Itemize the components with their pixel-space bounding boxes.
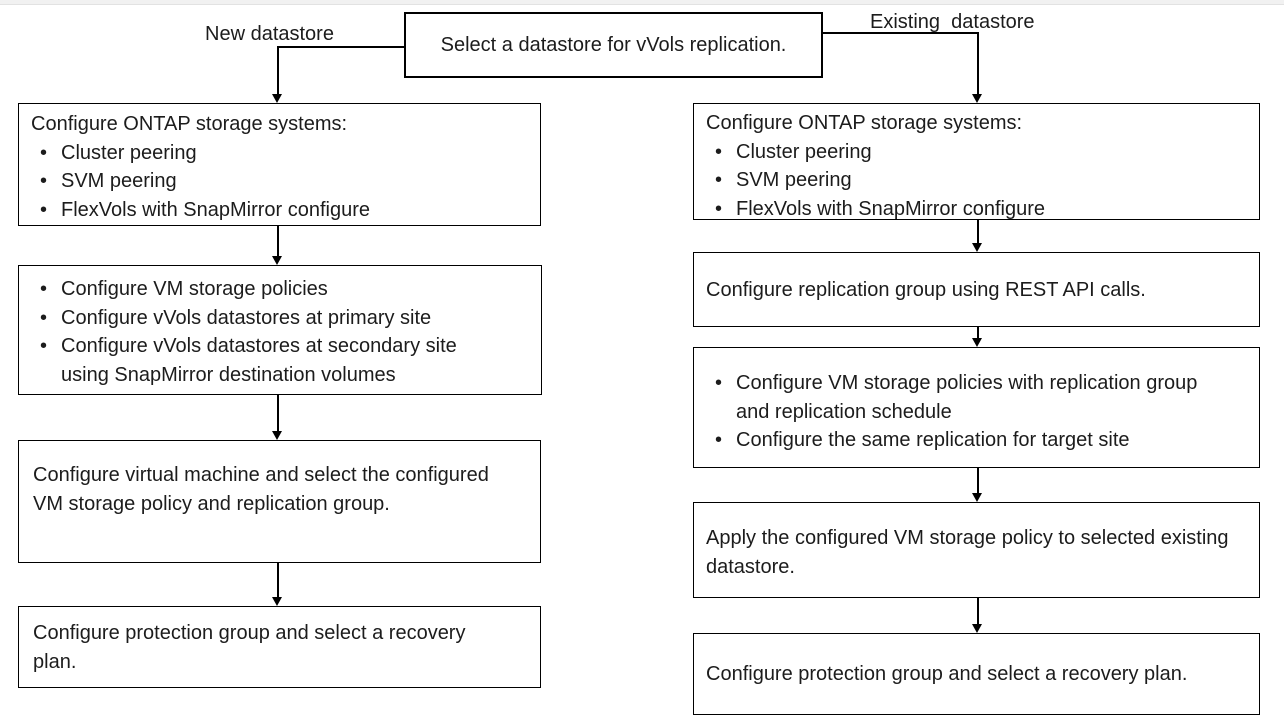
bullet-text: Configure vVols datastores at primary si…: [61, 306, 432, 329]
bullet-item: • Configure vVols datastores at primary …: [31, 304, 529, 333]
connector-right-4-5: [977, 598, 979, 624]
branch-label-new-datastore: New datastore: [205, 23, 334, 45]
node-right-configure-ontap: Configure ONTAP storage systems: • Clust…: [693, 103, 1260, 220]
connector-left-2-3: [277, 395, 279, 431]
bullet-text: Configure VM storage policies: [61, 278, 328, 300]
bullet-text: FlexVols with SnapMirror configure: [61, 198, 371, 221]
branch-label-existing-datastore: Existing datastore: [870, 11, 1035, 33]
node-right-configure-vm-policies: • Configure VM storage policies with rep…: [693, 347, 1260, 468]
arrowhead-right-2-3: [972, 338, 982, 347]
bullet-text: Configure vVols datastores at secondary …: [61, 335, 457, 386]
bullet-item: • Cluster peering: [31, 139, 528, 168]
arrowhead-left-1-2: [272, 256, 282, 265]
bullet-dot: •: [715, 197, 723, 220]
bullet-dot: •: [40, 198, 48, 221]
node-left-configure-protection-group: Configure protection group and select a …: [18, 606, 541, 688]
window-top-strip: [0, 0, 1284, 5]
bullet-dot: •: [715, 140, 723, 163]
bullet-item: • Configure vVols datastores at secondar…: [31, 332, 529, 389]
bullet-dot: •: [715, 372, 723, 394]
connector-left-3-4: [277, 563, 279, 597]
bullet-text: FlexVols with SnapMirror configure: [736, 197, 1046, 220]
arrowhead-left-2-3: [272, 431, 282, 440]
node-left-configure-ontap: Configure ONTAP storage systems: • Clust…: [18, 103, 541, 226]
connector-left-branch-vline: [277, 46, 279, 94]
connector-left-1-2: [277, 226, 279, 256]
connector-right-3-4: [977, 468, 979, 493]
node-left-configure-virtual-machine: Configure virtual machine and select the…: [18, 440, 541, 563]
node-text: Configure protection group and select a …: [33, 622, 466, 673]
bullet-dot: •: [40, 170, 48, 192]
bullet-text: Configure VM storage policies with repli…: [736, 372, 1198, 423]
node-text: Configure replication group using REST A…: [706, 279, 1146, 301]
bullet-item: • Configure VM storage policies: [31, 275, 529, 304]
arrowhead-right-4-5: [972, 624, 982, 633]
bullet-item: • SVM peering: [706, 166, 1247, 195]
arrowhead-right-1-2: [972, 243, 982, 252]
connector-right-1-2: [977, 220, 979, 243]
node-title: Configure ONTAP storage systems:: [706, 112, 1023, 134]
connector-right-2-3: [977, 327, 979, 338]
bullet-text: SVM peering: [61, 170, 177, 192]
arrowhead-right-3-4: [972, 493, 982, 502]
bullet-dot: •: [715, 169, 723, 191]
bullet-item: • FlexVols with SnapMirror configure: [706, 195, 1247, 220]
connector-left-branch-hline: [278, 46, 404, 48]
bullet-item: • SVM peering: [31, 167, 528, 196]
bullet-dot: •: [715, 429, 723, 451]
bullet-text: Cluster peering: [61, 141, 197, 164]
node-text: Apply the configured VM storage policy t…: [706, 527, 1229, 578]
connector-right-branch-hline: [822, 32, 979, 34]
node-right-configure-protection-group: Configure protection group and select a …: [693, 633, 1260, 715]
bullet-item: • Cluster peering: [706, 138, 1247, 167]
bullet-dot: •: [40, 335, 48, 357]
connector-right-branch-vline: [977, 32, 979, 94]
bullet-dot: •: [40, 141, 48, 164]
arrowhead-left-3-4: [272, 597, 282, 606]
bullet-text: Cluster peering: [736, 140, 872, 163]
node-left-configure-vm-policies: • Configure VM storage policies • Config…: [18, 265, 542, 395]
node-select-datastore-text: Select a datastore for vVols replication…: [440, 33, 787, 56]
bullet-dot: •: [40, 278, 48, 300]
node-right-configure-replication-group: Configure replication group using REST A…: [693, 252, 1260, 327]
node-select-datastore: Select a datastore for vVols replication…: [404, 12, 823, 78]
arrowhead-right-branch: [972, 94, 982, 103]
bullet-item: • Configure VM storage policies with rep…: [706, 369, 1247, 426]
node-right-apply-storage-policy: Apply the configured VM storage policy t…: [693, 502, 1260, 598]
node-text: Configure virtual machine and select the…: [33, 464, 489, 515]
bullet-item: • FlexVols with SnapMirror configure: [31, 196, 528, 225]
bullet-item: • Configure the same replication for tar…: [706, 426, 1247, 455]
node-text: Configure protection group and select a …: [706, 663, 1188, 685]
bullet-dot: •: [40, 306, 48, 329]
arrowhead-left-branch: [272, 94, 282, 103]
bullet-text: SVM peering: [736, 169, 852, 191]
bullet-text: Configure the same replication for targe…: [736, 429, 1130, 451]
node-title: Configure ONTAP storage systems:: [31, 113, 348, 135]
